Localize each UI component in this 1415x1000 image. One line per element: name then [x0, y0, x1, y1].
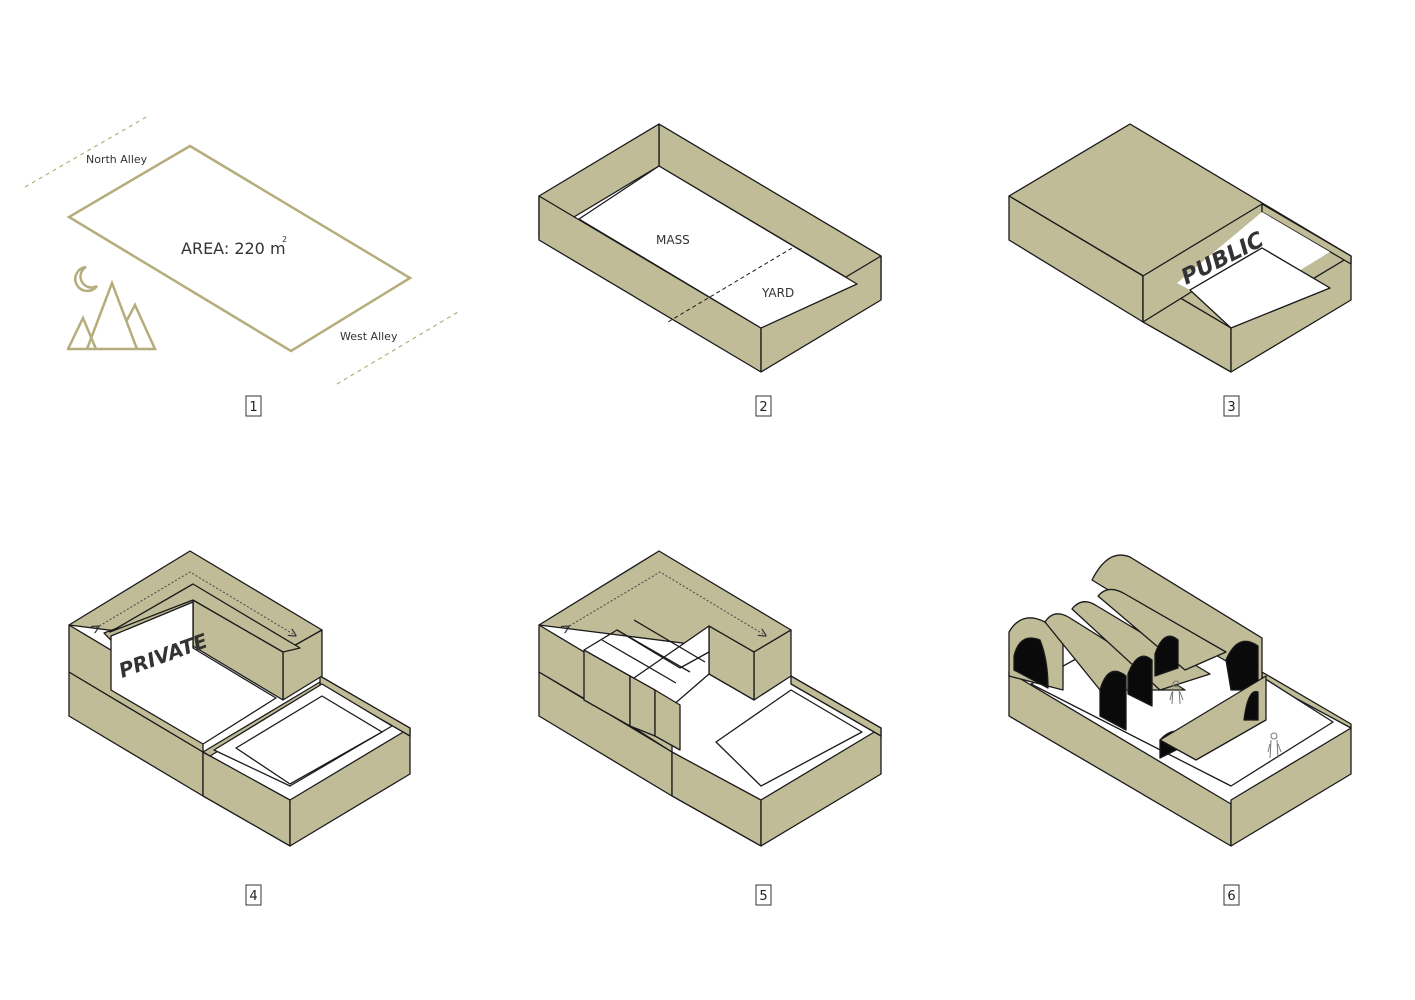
step-1-site-diagram: North Alley West Alley AREA: 220 m 2 — [24, 115, 459, 385]
step-number-2: 2 — [755, 395, 772, 417]
mass-label: MASS — [656, 233, 690, 247]
north-alley-label: North Alley — [86, 153, 148, 166]
site-plot-outline — [66, 144, 413, 353]
area-label: AREA: 220 m — [181, 239, 286, 258]
step-number-1: 1 — [245, 395, 262, 417]
svg-text:5: 5 — [759, 889, 767, 904]
step-4-private-diagram: PRIVATE — [68, 550, 411, 847]
step-2-mass-yard-diagram: MASS YARD — [538, 123, 882, 373]
svg-text:1: 1 — [249, 400, 257, 415]
west-alley-label: West Alley — [340, 330, 398, 343]
north-alley-line — [24, 115, 149, 188]
mountains-icon — [66, 279, 157, 351]
svg-text:3: 3 — [1227, 400, 1235, 415]
area-exponent: 2 — [282, 235, 287, 244]
person-figure-icon — [1169, 680, 1184, 705]
step-5-subdivision-diagram — [538, 550, 882, 847]
person-figure-icon — [1267, 732, 1282, 759]
step-number-5: 5 — [755, 884, 772, 906]
step-number-6: 6 — [1223, 884, 1240, 906]
west-alley-line — [336, 311, 459, 385]
moon-icon — [74, 265, 99, 293]
step-6-arches-diagram — [1008, 554, 1352, 847]
svg-text:6: 6 — [1227, 889, 1235, 904]
step-number-3: 3 — [1223, 395, 1240, 417]
svg-text:2: 2 — [759, 400, 767, 415]
step-3-public-diagram: PUBLIC — [1008, 123, 1352, 373]
yard-label: YARD — [761, 286, 794, 300]
svg-text:4: 4 — [249, 889, 257, 904]
step-number-4: 4 — [245, 884, 262, 906]
